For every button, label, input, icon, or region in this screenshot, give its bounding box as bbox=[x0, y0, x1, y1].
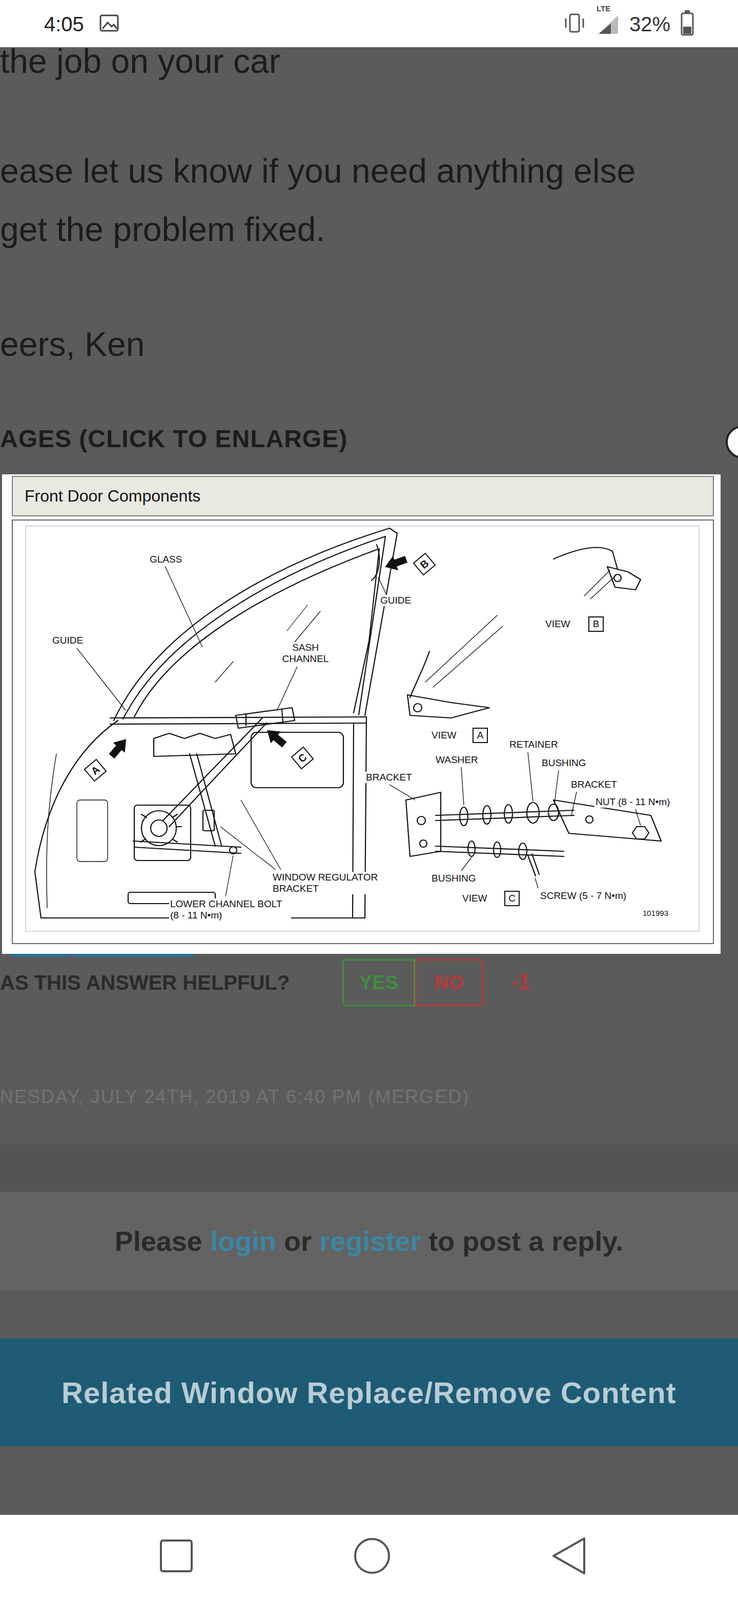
part-label: RETAINER bbox=[508, 738, 560, 750]
login-panel: Pleaseloginorregisterto post a reply. bbox=[0, 1191, 738, 1290]
view-letter-box: C bbox=[504, 890, 520, 906]
view-label: VIEW bbox=[544, 618, 572, 630]
part-label: BRACKET bbox=[364, 771, 414, 783]
figure-title: Front Door Components bbox=[24, 476, 201, 516]
view-letter-box: A bbox=[472, 727, 488, 743]
view-label: VIEW bbox=[461, 892, 489, 904]
button-text: Please bbox=[114, 1224, 203, 1257]
part-label: GUIDE bbox=[379, 594, 413, 606]
part-label: BUSHING bbox=[540, 756, 588, 769]
vote-count: -1 bbox=[510, 968, 531, 995]
page-text: ease let us know if you need anything el… bbox=[0, 151, 636, 191]
button-text: login bbox=[210, 1224, 277, 1257]
button-text: or bbox=[283, 1224, 312, 1257]
related-banner: Related Window Replace/Remove Content bbox=[0, 1337, 738, 1446]
page-text: eers, Ken bbox=[0, 324, 146, 364]
part-label: SASH CHANNEL bbox=[276, 641, 335, 665]
page-text: the job on your car bbox=[0, 42, 281, 81]
view-letter-box: B bbox=[588, 616, 604, 632]
figure-number: 101993 bbox=[641, 908, 670, 917]
vote-button: NO bbox=[415, 958, 484, 1006]
part-label: LOWER CHANNEL BOLT (8 - 11 N•m) bbox=[169, 897, 292, 921]
part-label: SCREW (5 - 7 N•m) bbox=[539, 889, 628, 901]
part-label: GUIDE bbox=[51, 634, 85, 646]
view-label: VIEW bbox=[430, 729, 458, 741]
button-text: to post a reply. bbox=[428, 1224, 624, 1257]
status-text: 4:05 bbox=[44, 12, 85, 36]
part-label: BRACKET bbox=[569, 778, 619, 790]
box-letter: B bbox=[417, 557, 431, 571]
button-text: YES bbox=[359, 971, 399, 994]
section-heading: AGES (CLICK TO ENLARGE) bbox=[0, 424, 348, 453]
button-text: register bbox=[319, 1224, 421, 1257]
part-label: WASHER bbox=[434, 753, 480, 766]
button-text: Related Window Replace/Remove Content bbox=[61, 1374, 677, 1409]
vote-button: YES bbox=[342, 958, 416, 1006]
part-label: BUSHING bbox=[430, 872, 478, 884]
post-date: NESDAY, JULY 24TH, 2019 AT 6:40 PM (MERG… bbox=[0, 1085, 470, 1107]
box-letter: A bbox=[477, 729, 484, 741]
status-text: 32% bbox=[629, 12, 671, 36]
page-text: get the problem fixed. bbox=[0, 210, 326, 250]
button-text: NO bbox=[434, 971, 464, 994]
box-letter: B bbox=[592, 618, 600, 630]
status-text: LTE bbox=[596, 4, 611, 13]
box-letter: C bbox=[508, 892, 516, 904]
box-letter: A bbox=[88, 763, 102, 777]
part-label: WINDOW REGULATOR BRACKET bbox=[271, 871, 388, 894]
part-label: NUT (8 - 11 N•m) bbox=[594, 795, 671, 808]
box-letter: C bbox=[295, 750, 309, 765]
question-text: AS THIS ANSWER HELPFUL? bbox=[0, 970, 290, 994]
part-label: GLASS bbox=[148, 553, 183, 565]
